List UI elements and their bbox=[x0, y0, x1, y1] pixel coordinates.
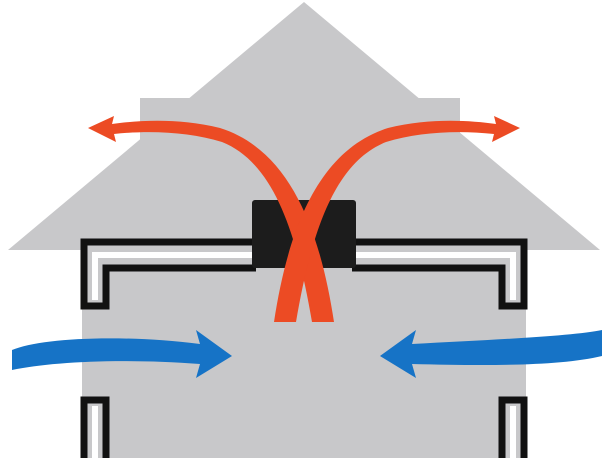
exhaust-arrow-right bbox=[274, 116, 520, 322]
ceiling-outline bbox=[80, 238, 528, 310]
window-frame-left bbox=[80, 396, 110, 458]
intake-arrows bbox=[12, 330, 602, 378]
intake-arrow-left bbox=[12, 330, 232, 378]
upper-roof-block bbox=[140, 98, 460, 198]
ceiling-inner-left bbox=[92, 252, 256, 300]
ceiling-outline-right bbox=[352, 238, 528, 310]
ceiling-outline-left bbox=[80, 238, 256, 310]
exhaust-arrow-left bbox=[88, 116, 334, 322]
intake-arrow-right bbox=[380, 330, 602, 378]
window-frames bbox=[80, 396, 528, 458]
window-frame-right bbox=[498, 396, 528, 458]
ceiling-inner-right bbox=[352, 252, 516, 300]
exhaust-arrows bbox=[88, 116, 520, 322]
